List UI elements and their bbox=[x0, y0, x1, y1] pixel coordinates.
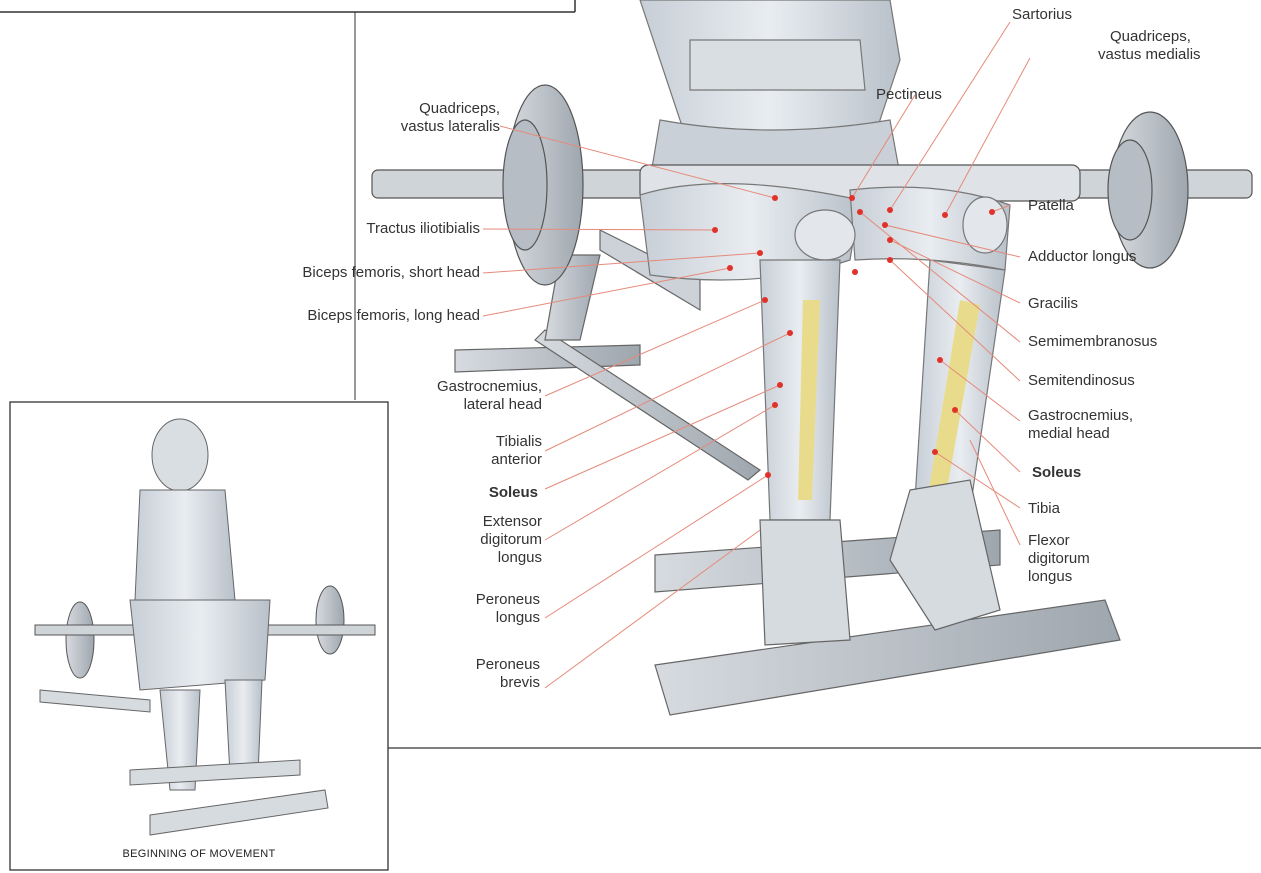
label-quadriceps-vastus-medialis: Quadriceps, vastus medialis bbox=[1110, 28, 1201, 64]
label-soleus-left: Soleus bbox=[440, 484, 538, 502]
label-line: Extensor bbox=[440, 513, 542, 531]
label-patella: Patella bbox=[1028, 197, 1074, 215]
label-line: brevis bbox=[440, 674, 540, 692]
label-biceps-femoris-short-head: Biceps femoris, short head bbox=[230, 264, 480, 282]
label-peroneus-longus: Peroneus longus bbox=[440, 591, 540, 627]
label-line: vastus lateralis bbox=[356, 118, 500, 136]
label-tibia: Tibia bbox=[1028, 500, 1060, 518]
label-line: Flexor bbox=[1028, 532, 1090, 550]
label-peroneus-brevis: Peroneus brevis bbox=[440, 656, 540, 692]
label-sartorius: Sartorius bbox=[1012, 6, 1072, 24]
label-line: medial head bbox=[1028, 425, 1133, 443]
label-biceps-femoris-long-head: Biceps femoris, long head bbox=[210, 307, 480, 325]
label-line: Peroneus bbox=[440, 591, 540, 609]
label-soleus-right: Soleus bbox=[1032, 464, 1081, 482]
label-line: lateral head bbox=[400, 396, 542, 414]
label-flexor-digitorum-longus: Flexor digitorum longus bbox=[1028, 532, 1090, 586]
top-frame bbox=[0, 0, 575, 400]
label-line: anterior bbox=[440, 451, 542, 469]
label-line: digitorum bbox=[440, 531, 542, 549]
label-pectineus: Pectineus bbox=[876, 86, 942, 104]
label-gracilis: Gracilis bbox=[1028, 295, 1078, 313]
label-line: Gastrocnemius, bbox=[1028, 407, 1133, 425]
label-line: digitorum bbox=[1028, 550, 1090, 568]
torso bbox=[640, 0, 900, 180]
label-semitendinosus: Semitendinosus bbox=[1028, 372, 1135, 390]
label-adductor-longus: Adductor longus bbox=[1028, 248, 1136, 266]
label-line: vastus medialis bbox=[1098, 46, 1201, 64]
label-extensor-digitorum-longus: Extensor digitorum longus bbox=[440, 513, 542, 567]
label-line: longus bbox=[440, 609, 540, 627]
label-line: Gastrocnemius, bbox=[400, 378, 542, 396]
label-line: Quadriceps, bbox=[1110, 28, 1201, 46]
inset-figure bbox=[10, 402, 388, 870]
label-line: longus bbox=[1028, 568, 1090, 586]
label-tractus-iliotibialis: Tractus iliotibialis bbox=[280, 220, 480, 238]
label-gastrocnemius-medial-head: Gastrocnemius, medial head bbox=[1028, 407, 1133, 443]
inset-caption: BEGINNING OF MOVEMENT bbox=[10, 848, 388, 860]
label-quadriceps-vastus-lateralis: Quadriceps, vastus lateralis bbox=[356, 100, 500, 136]
label-line: longus bbox=[440, 549, 542, 567]
label-gastrocnemius-lateral-head: Gastrocnemius, lateral head bbox=[400, 378, 542, 414]
label-semimembranosus: Semimembranosus bbox=[1028, 333, 1157, 351]
label-line: Quadriceps, bbox=[356, 100, 500, 118]
label-line: Peroneus bbox=[440, 656, 540, 674]
label-tibialis-anterior: Tibialis anterior bbox=[440, 433, 542, 469]
label-line: Tibialis bbox=[440, 433, 542, 451]
